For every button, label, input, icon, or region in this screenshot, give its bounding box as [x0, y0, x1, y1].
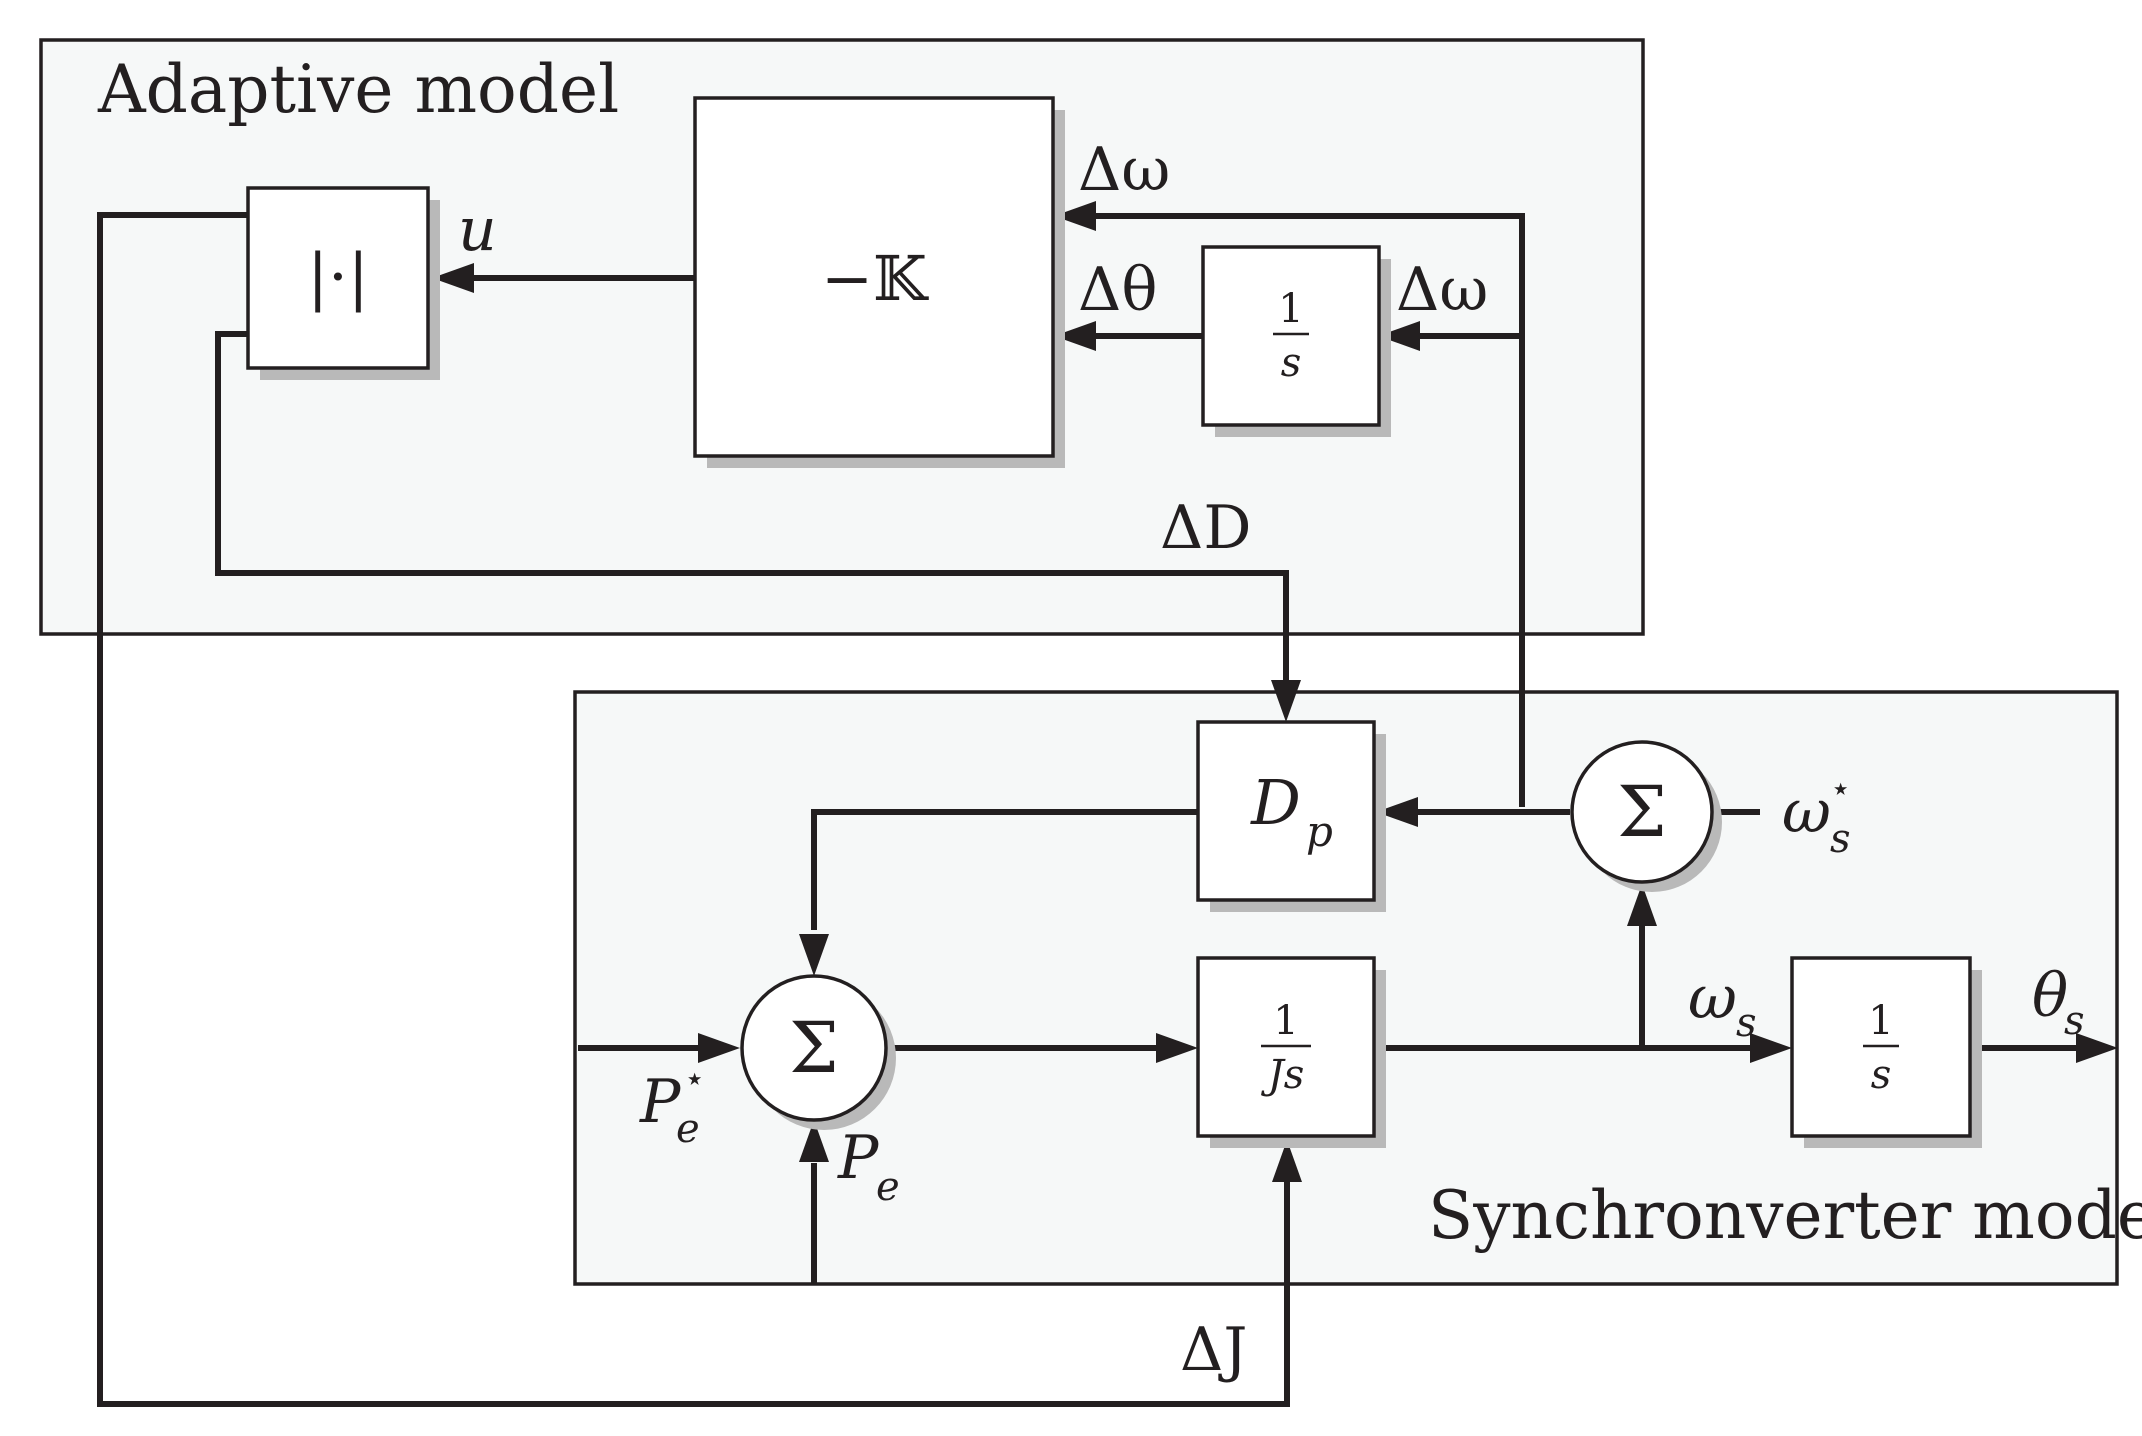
label-delta-j: ΔJ	[1180, 1315, 1247, 1385]
wire-abs-to-delta-j	[97, 212, 1290, 1407]
arrowheads	[432, 201, 2118, 1182]
label-theta-s-sub: s	[2064, 998, 2085, 1044]
integrator-denominator: s	[1281, 340, 1302, 386]
arrow-delta-d-into-damping	[1271, 680, 1301, 722]
label-theta-s: θ	[2032, 961, 2068, 1031]
arrow-into-integrator	[1378, 321, 1420, 351]
arrow-into-main-sum-bottom	[799, 1120, 829, 1162]
inertia-block: 1 Js	[1196, 956, 1386, 1148]
integrator-numerator: 1	[1278, 286, 1303, 332]
damping-block: D p	[1196, 720, 1386, 912]
wire-abs-to-delta-d	[215, 331, 1289, 696]
label-pe-sub: e	[876, 1164, 900, 1210]
feedback-sum-junction: Σ	[1570, 740, 1722, 892]
arrow-into-main-sum-left	[698, 1033, 740, 1063]
label-pe-ref-sub: e	[676, 1106, 700, 1152]
label-pe: P	[837, 1123, 880, 1193]
adaptive-model-title: Adaptive model	[97, 51, 619, 128]
label-delta-omega-top: Δω	[1078, 135, 1170, 205]
label-u: u	[458, 195, 497, 265]
label-omega-s: ω	[1688, 963, 1737, 1033]
wire-damping-to-main-sum	[811, 809, 1198, 930]
inertia-denominator: Js	[1261, 1052, 1305, 1098]
output-integrator-numerator: 1	[1868, 998, 1893, 1044]
arrow-theta-output	[2076, 1033, 2118, 1063]
arrow-into-main-sum-top	[799, 934, 829, 976]
damping-subscript: p	[1306, 807, 1333, 856]
output-integrator-denominator: s	[1871, 1052, 1892, 1098]
gain-block: −𝕂	[693, 96, 1065, 468]
main-sum-junction: Σ	[740, 974, 896, 1130]
output-integrator-block: 1 s	[1790, 956, 1982, 1148]
arrow-into-abs	[432, 263, 474, 293]
label-delta-omega-integrator: Δω	[1396, 255, 1488, 325]
arrow-into-gain-bottom	[1054, 321, 1096, 351]
label-omega-ref-sub: s	[1830, 816, 1851, 862]
label-omega-s-sub: s	[1736, 1000, 1757, 1046]
arrow-into-damping	[1376, 797, 1418, 827]
synchronverter-model-title: Synchronverter model	[1428, 1177, 2142, 1254]
abs-block: |·|	[246, 186, 440, 380]
damping-label: D	[1250, 766, 1301, 839]
arrow-into-inertia	[1156, 1033, 1198, 1063]
arrow-into-feedback-sum	[1627, 884, 1657, 926]
label-omega-ref-sup: ⋆	[1830, 769, 1851, 809]
main-sum-symbol: Σ	[789, 1007, 839, 1089]
abs-label: |·|	[307, 240, 369, 313]
wire-delta-omega-to-gain	[1082, 213, 1525, 807]
label-delta-d: ΔD	[1160, 493, 1251, 563]
feedback-sum-symbol: Σ	[1617, 771, 1667, 853]
gain-label: −𝕂	[821, 242, 929, 315]
signal-wires	[97, 212, 2086, 1407]
arrow-into-output-integrator	[1750, 1033, 1792, 1063]
inertia-numerator: 1	[1273, 998, 1298, 1044]
label-pe-ref-sup: ⋆	[684, 1059, 705, 1099]
arrow-into-gain-top	[1054, 201, 1096, 231]
label-delta-theta: Δθ	[1078, 255, 1157, 325]
arrow-delta-j-into-inertia	[1272, 1140, 1302, 1182]
integrator-block: 1 s	[1201, 245, 1391, 437]
label-pe-ref: P	[639, 1067, 682, 1137]
label-omega-ref: ω	[1782, 777, 1831, 847]
